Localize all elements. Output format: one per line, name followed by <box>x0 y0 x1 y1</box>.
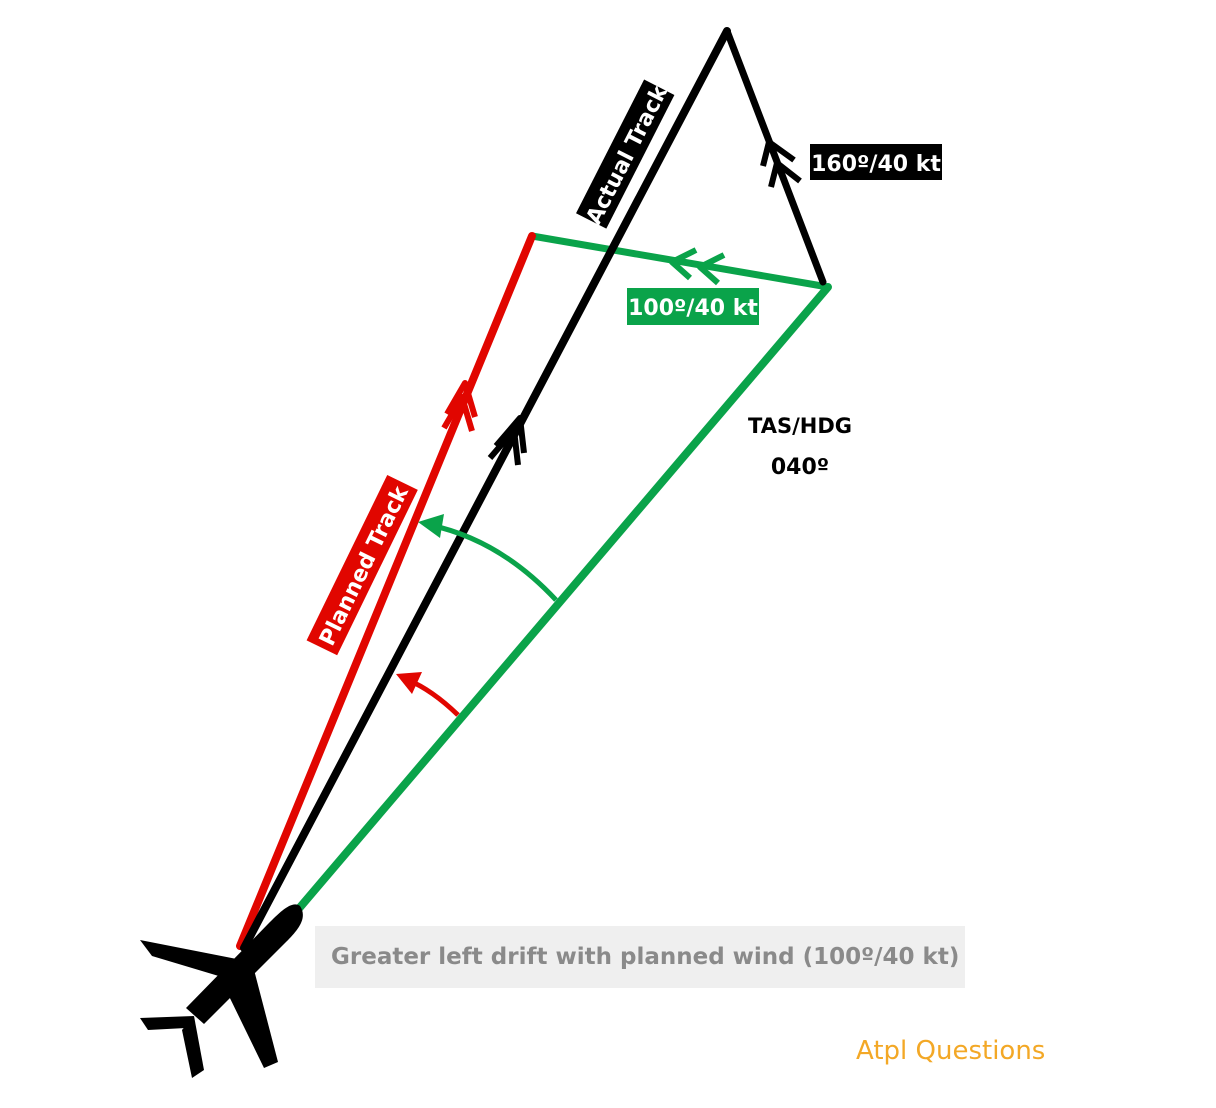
planned-wind-label: 100º/40 kt <box>628 296 758 321</box>
airplane-silhouette-icon <box>140 904 303 1078</box>
actual-wind-label-bg <box>810 144 942 180</box>
actual-track-arrowhead-1 <box>487 427 521 466</box>
actual-track-line <box>240 27 731 952</box>
caption-box: Greater left drift with planned wind (10… <box>315 926 965 988</box>
actual-drift-arc-arrowhead <box>396 672 422 694</box>
planned-track-arrowhead-1 <box>441 394 475 432</box>
planned-wind-arrowhead-1 <box>669 247 698 281</box>
actual-wind-vector-line <box>723 27 827 286</box>
actual-wind-label: 160º/40 kt <box>811 152 941 177</box>
brand-logo: Atpl Questions <box>856 1036 1046 1066</box>
caption-text: Greater left drift with planned wind (10… <box>331 944 960 970</box>
heading-vector-line <box>292 283 832 916</box>
actual-wind-arrowhead-2 <box>768 160 802 188</box>
planned-track-arrowhead-2 <box>444 380 478 418</box>
heading-value-label: 040º <box>771 455 829 480</box>
tas-hdg-label: TAS/HDG <box>748 414 852 438</box>
planned-drift-arc <box>429 522 558 602</box>
planned-drift-arc-arrowhead <box>418 514 444 538</box>
planned-wind-vector-line <box>528 232 832 291</box>
planned-wind-arrowhead-2 <box>697 252 726 286</box>
actual-wind-arrowhead-1 <box>760 139 796 167</box>
actual-track-arrowhead-2 <box>493 415 527 454</box>
planned-wind-label-bg <box>627 288 759 325</box>
planned-track-line <box>236 232 536 950</box>
